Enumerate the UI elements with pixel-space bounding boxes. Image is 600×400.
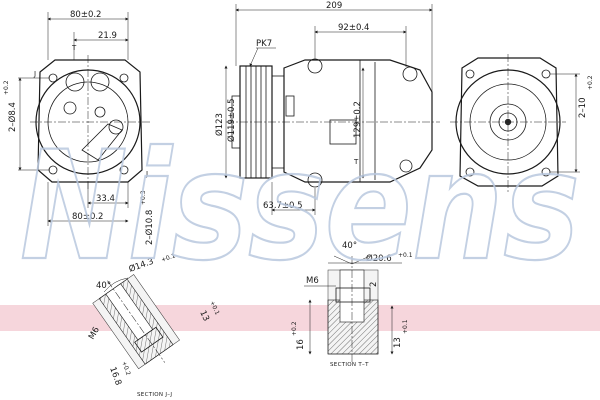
side-pulley-dia-dim: Ø123	[214, 113, 225, 136]
section-t-depth2-dim: 13	[393, 337, 403, 348]
side-mount-spacing-dim: 92±0.4	[338, 23, 369, 33]
side-t-mark: T	[353, 158, 359, 166]
section-t-thread-dim: M6	[306, 276, 319, 286]
front-bottom-width-dim: 80±0.2	[72, 212, 103, 222]
front-j-mark-2: J	[145, 170, 148, 178]
side-view: 209 92±0.4 PK7 Ø123 Ø119±0.5 129±0.2 63.…	[214, 1, 440, 215]
front-left-hole-dim: 2–Ø8.4	[7, 102, 18, 132]
section-j-length-dim: 16.8	[107, 366, 123, 387]
section-j-depth-dim: 13	[197, 309, 211, 323]
front-offset-dim: 21.9	[98, 31, 117, 41]
section-t-depth-dim: 16	[296, 339, 306, 350]
section-t-bore-tol: +0.1	[398, 252, 413, 259]
side-belt-dim: PK7	[256, 39, 272, 49]
side-hub-dia-dim: Ø119±0.5	[226, 98, 237, 142]
brand-watermark: Nissens	[20, 120, 580, 294]
front-left-hole-tol: +0.2	[3, 80, 10, 95]
front-bottom-hole-tol: +0.3	[140, 190, 147, 205]
section-j-length-tol: +0.2	[120, 360, 132, 376]
side-overall-length-dim: 209	[326, 1, 342, 11]
section-t-angle-dim: 40°	[342, 241, 357, 251]
side-offset-dim: 63.7±0.5	[263, 201, 303, 211]
section-t-caption: SECTION T–T	[330, 362, 369, 368]
front-view: 80±0.2 21.9 T 2–Ø8.4 +0.2 J J 33.4 80±0.…	[3, 10, 155, 245]
front-t-mark: T	[71, 44, 77, 52]
front-top-width-dim: 80±0.2	[70, 10, 101, 20]
rear-hole-tol: +0.2	[587, 75, 594, 90]
rear-hole-dim: 2–10	[578, 98, 588, 118]
section-j-bore-tol: +0.1	[160, 252, 176, 264]
section-j-angle-dim: 40°	[96, 281, 111, 291]
section-t: 40° Ø20.6 +0.1 M6 2 16 +0.2 13 +0.1 SECT…	[291, 241, 413, 368]
front-j-mark: J	[33, 70, 36, 78]
front-bottom-hole-dim: 2–Ø10.8	[144, 210, 155, 245]
section-t-depth-tol: +0.2	[291, 321, 298, 336]
section-t-small-dim: 2	[369, 282, 379, 287]
side-height-dim: 129±0.2	[353, 101, 363, 138]
front-bottom-offset-dim: 33.4	[96, 194, 115, 204]
pink-band	[0, 305, 600, 331]
section-j-caption: SECTION J–J	[137, 392, 172, 398]
rear-view: 2–10 +0.2	[450, 54, 594, 192]
section-t-depth2-tol: +0.1	[402, 319, 409, 334]
section-t-bore-dim: Ø20.6	[366, 253, 392, 264]
section-j: 40° Ø14.3 +0.1 13 +0.1 M6 16.8 +0.2 SECT…	[87, 252, 221, 398]
